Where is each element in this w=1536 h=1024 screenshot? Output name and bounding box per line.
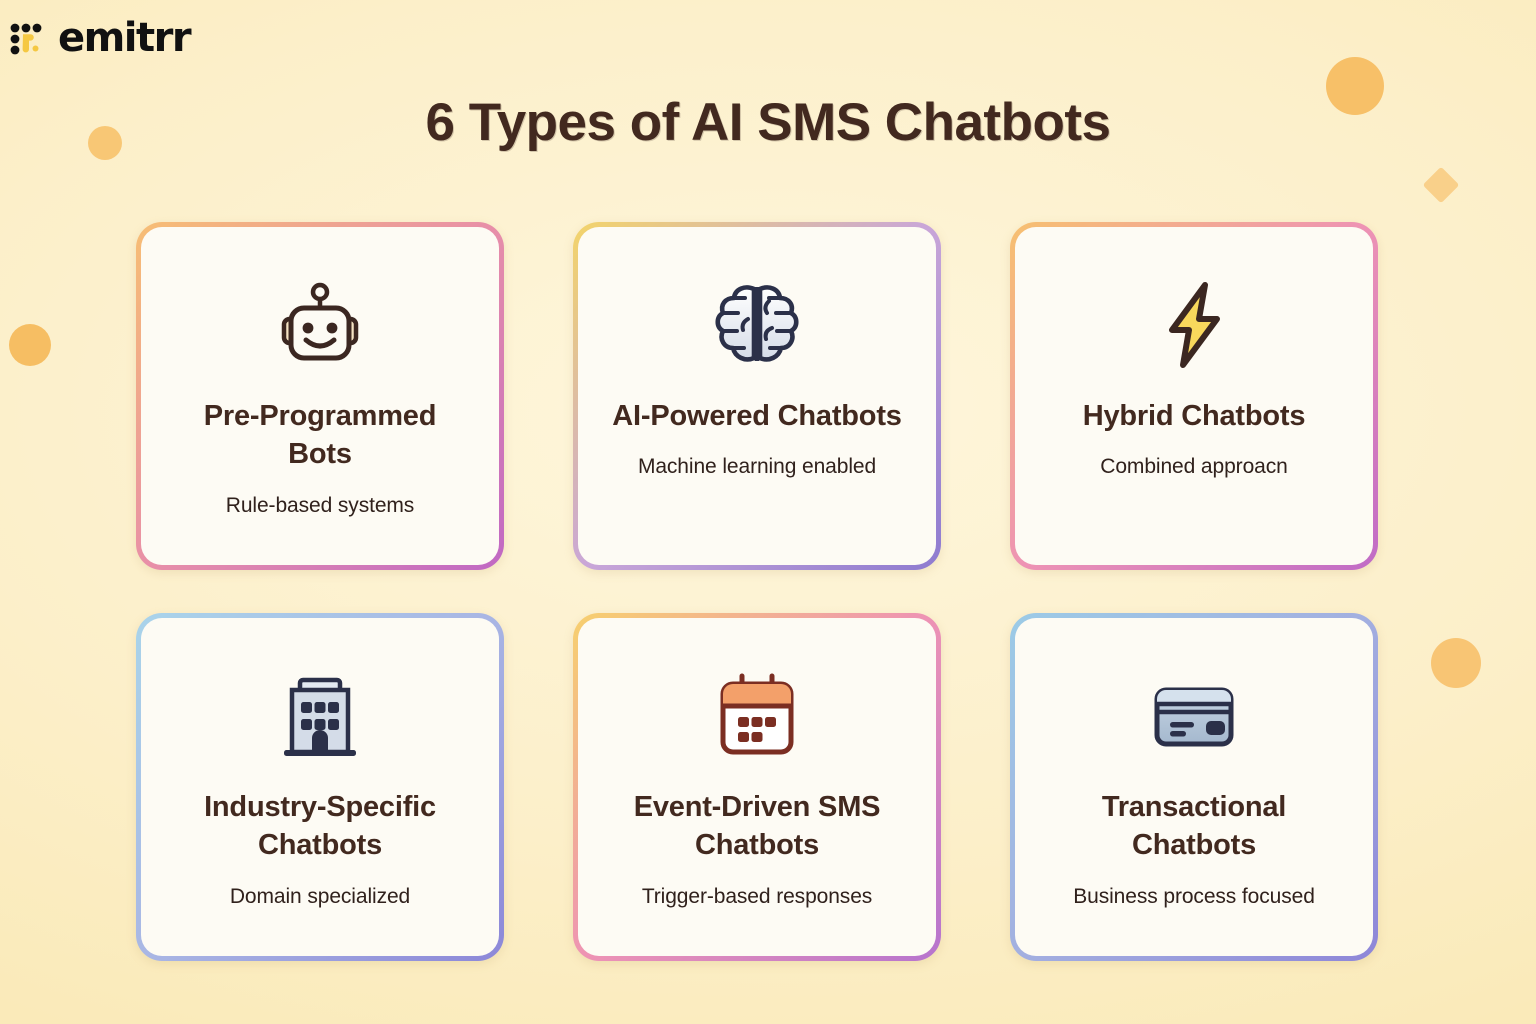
- card-title: Pre-Programmed Bots: [203, 400, 437, 471]
- calendar-icon: [720, 673, 794, 755]
- card-icon-wrapper: [707, 269, 807, 381]
- card-subtitle: Combined approacn: [1100, 455, 1288, 479]
- card-subtitle: Business process focused: [1073, 884, 1315, 908]
- brain-icon: [715, 285, 799, 362]
- card-icon-wrapper: [270, 660, 370, 772]
- brand-logo[interactable]: emitrr: [8, 15, 192, 61]
- office-building-icon: [284, 677, 356, 756]
- card-title: Transactional Chatbots: [1101, 791, 1287, 862]
- diamond-top-right: [1422, 166, 1460, 204]
- lightning-bolt-icon: [1169, 282, 1220, 368]
- card-icon-wrapper: [1144, 660, 1244, 772]
- credit-card-icon: [1154, 687, 1234, 747]
- brand-name: emitrr: [58, 15, 192, 61]
- card-icon-wrapper: [707, 660, 807, 772]
- card-subtitle: Trigger-based responses: [641, 884, 873, 908]
- card-icon-wrapper: [270, 269, 370, 381]
- card-title: Industry-Specific Chatbots: [204, 791, 436, 862]
- card-subtitle: Machine learning enabled: [637, 455, 877, 479]
- card-subtitle: Domain specialized: [229, 884, 411, 908]
- card-title: AI-Powered Chatbots: [612, 400, 902, 432]
- card-subtitle: Rule-based systems: [225, 493, 415, 517]
- circle-bottom-right: [1431, 638, 1481, 688]
- robot-icon: [281, 282, 359, 361]
- page-title: 6 Types of AI SMS Chatbots: [425, 93, 1111, 152]
- emitrr-dot-grid-logo-icon: [10, 23, 42, 55]
- card-icon-wrapper: [1144, 269, 1244, 381]
- card-title: Hybrid Chatbots: [1082, 400, 1306, 432]
- circle-mid-left: [9, 324, 51, 366]
- card-title: Event-Driven SMS Chatbots: [633, 791, 881, 862]
